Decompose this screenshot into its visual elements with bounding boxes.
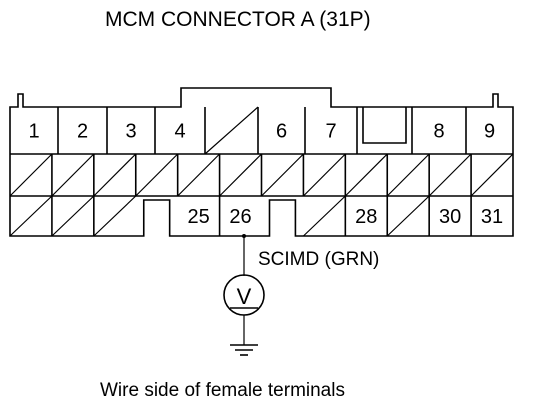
pin-30: 30 (439, 206, 461, 228)
blank-cavity (51, 195, 95, 237)
pin-28: 28 (355, 206, 377, 228)
pin-1: 1 (28, 121, 39, 143)
diagram-title: MCM CONNECTOR A (31P) (105, 8, 371, 31)
blank-cavity (386, 195, 430, 237)
pin-9: 9 (484, 121, 495, 143)
blank-cavity (177, 153, 221, 197)
pin-4: 4 (174, 121, 185, 143)
blank-cavity (344, 153, 388, 197)
blank-cavity (93, 153, 137, 197)
blank-cavity (219, 153, 262, 197)
key-notch (362, 107, 407, 144)
blank-cavity (135, 153, 179, 197)
blank-cavity (204, 106, 259, 155)
blank-cavity (302, 153, 346, 197)
pin-25: 25 (188, 206, 210, 228)
wire-label: SCIMD (GRN) (258, 249, 379, 270)
pin-8: 8 (433, 121, 444, 143)
probe-wire (242, 234, 246, 276)
blank-cavity (386, 153, 430, 197)
blank-cavity (261, 153, 304, 197)
pin-7: 7 (325, 121, 336, 143)
pin-2: 2 (77, 121, 88, 143)
pin-6: 6 (276, 121, 287, 143)
voltmeter-symbol: V (237, 284, 252, 309)
connector-grid (9, 106, 514, 237)
blank-cavity (9, 153, 53, 197)
ground-icon (230, 315, 258, 356)
connector-body: 1 2 3 4 6 7 8 9 25 26 28 30 31 (9, 87, 514, 237)
pin-31: 31 (481, 206, 503, 228)
connector-outline (9, 87, 514, 237)
blank-cavity (9, 195, 53, 237)
footer-caption: Wire side of female terminals (100, 380, 345, 401)
blank-cavity (93, 195, 137, 237)
connector-pins: 1 2 3 4 6 7 8 9 25 26 28 30 31 (28, 121, 503, 229)
probe-point (242, 234, 246, 238)
pin-26: 26 (229, 206, 251, 228)
blank-cavity (51, 153, 95, 197)
blank-cavity (428, 153, 472, 197)
blank-cavity (303, 195, 346, 237)
pin-3: 3 (125, 121, 136, 143)
blank-cavity (470, 153, 514, 197)
voltmeter-icon: V (223, 274, 265, 316)
